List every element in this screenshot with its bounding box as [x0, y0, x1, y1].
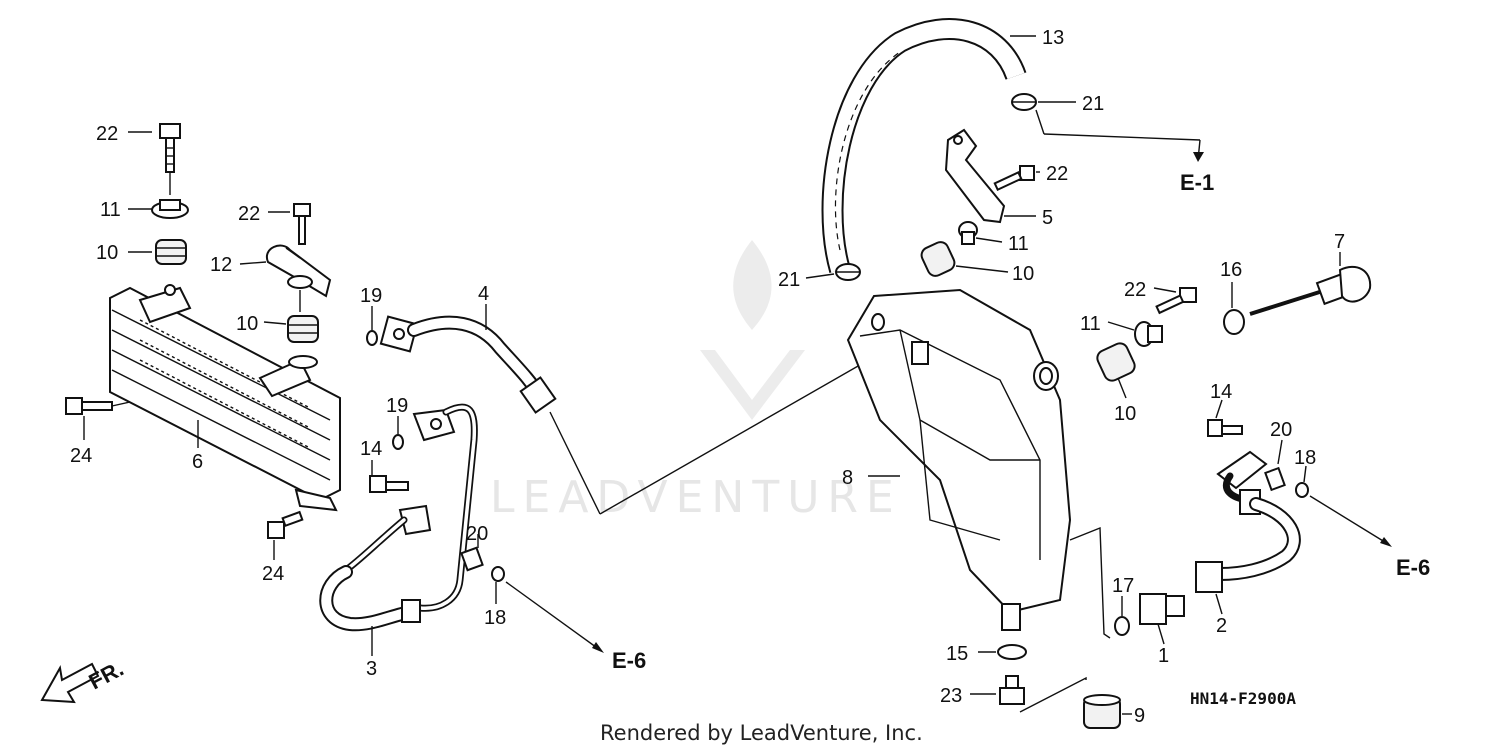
- oil-hose-2[interactable]: [1195, 450, 1301, 593]
- hose-clamp-21-b[interactable]: [835, 263, 861, 281]
- washer-19-a[interactable]: [366, 330, 378, 346]
- o-ring-17[interactable]: [1114, 616, 1130, 636]
- leader-lines: [83, 35, 1341, 715]
- callout-23[interactable]: 23: [940, 685, 962, 707]
- callout-9[interactable]: 9: [1134, 705, 1145, 727]
- ref-e6-right[interactable]: E-6: [1396, 555, 1430, 580]
- callout-8[interactable]: 8: [842, 467, 853, 489]
- clamp-12[interactable]: [265, 244, 332, 298]
- callout-22-a[interactable]: 22: [96, 123, 118, 145]
- dowel-20-b[interactable]: [1264, 466, 1286, 492]
- callout-6[interactable]: 6: [192, 451, 203, 473]
- callout-14-b[interactable]: 14: [1210, 381, 1232, 403]
- oil-pipe-3[interactable]: [319, 403, 478, 632]
- callout-18-b[interactable]: 18: [1294, 447, 1316, 469]
- bolt-14-b[interactable]: [1207, 419, 1243, 437]
- oil-cooler-group: [65, 123, 341, 539]
- cap-9[interactable]: [1083, 694, 1121, 729]
- grommet-10-b-washer: [288, 355, 318, 369]
- callout-22-d[interactable]: 22: [1124, 279, 1146, 301]
- drain-bolt-23[interactable]: [999, 675, 1025, 705]
- front-label: FR.: [85, 656, 128, 695]
- ref-e1[interactable]: E-1: [1180, 170, 1214, 195]
- ref-e6-left[interactable]: E-6: [612, 648, 646, 673]
- bolt-22-c[interactable]: [993, 165, 1035, 192]
- callout-24-b[interactable]: 24: [262, 563, 284, 585]
- callout-13[interactable]: 13: [1042, 27, 1064, 49]
- collar-12-washer: [287, 275, 313, 289]
- callout-11-c[interactable]: 11: [1080, 313, 1101, 335]
- watermark: LEADVENTURE: [490, 240, 902, 523]
- watermark-text: LEADVENTURE: [490, 472, 902, 523]
- callout-2[interactable]: 2: [1216, 615, 1227, 637]
- callout-19-b[interactable]: 19: [386, 395, 408, 417]
- collar-11-b[interactable]: [958, 221, 978, 245]
- bolt-24-a[interactable]: [65, 397, 113, 415]
- callout-11-a[interactable]: 11: [100, 199, 121, 221]
- grommet-10-b[interactable]: [287, 315, 319, 343]
- oil-tank-8[interactable]: [846, 288, 1072, 631]
- callout-3[interactable]: 3: [366, 658, 377, 680]
- callout-10-c[interactable]: 10: [1012, 263, 1034, 285]
- callout-10-a[interactable]: 10: [96, 242, 118, 264]
- callout-24-a[interactable]: 24: [70, 445, 92, 467]
- breather-hose-13[interactable]: [821, 18, 1027, 274]
- callout-5[interactable]: 5: [1042, 207, 1053, 229]
- collar-11-c[interactable]: [1134, 321, 1163, 347]
- bolt-22-d[interactable]: [1155, 287, 1197, 315]
- washer-15[interactable]: [997, 644, 1027, 660]
- bolt-24-b[interactable]: [267, 510, 304, 539]
- o-ring-18-a[interactable]: [491, 566, 505, 582]
- union-1[interactable]: [1139, 593, 1185, 625]
- bolt-22-b[interactable]: [293, 203, 311, 245]
- footer-text: Rendered by LeadVenture, Inc.: [600, 721, 923, 745]
- drawing-code: HN14-F2900A: [1190, 689, 1296, 708]
- hose-clamp-21-a[interactable]: [1011, 93, 1037, 111]
- front-direction-arrow: FR.: [40, 656, 128, 704]
- grommet-10-c[interactable]: [919, 239, 957, 278]
- callout-4[interactable]: 4: [478, 283, 489, 305]
- callout-14-a[interactable]: 14: [360, 438, 382, 460]
- callout-10-b[interactable]: 10: [236, 313, 258, 335]
- grommet-10-a[interactable]: [155, 239, 187, 265]
- oil-hose-4[interactable]: [379, 315, 557, 414]
- callouts: 22 11 10 22 12 10 24 6 24 19 4 19 14 20 …: [70, 27, 1345, 727]
- callout-20-a[interactable]: 20: [466, 523, 488, 545]
- callout-10-d[interactable]: 10: [1114, 403, 1136, 425]
- callout-22-b[interactable]: 22: [238, 203, 260, 225]
- callout-11-b[interactable]: 11: [1008, 233, 1029, 255]
- washer-19-b[interactable]: [392, 434, 404, 450]
- o-ring-16[interactable]: [1223, 309, 1245, 335]
- dipstick-7[interactable]: [1249, 265, 1372, 316]
- bolt-22-a[interactable]: [159, 123, 181, 173]
- grommet-10-d[interactable]: [1095, 341, 1138, 384]
- bracket-5[interactable]: [944, 128, 1006, 224]
- o-ring-18-b[interactable]: [1295, 482, 1309, 498]
- callout-21-a[interactable]: 21: [1082, 93, 1104, 115]
- collar-11-a[interactable]: [151, 199, 189, 219]
- dowel-20-a[interactable]: [460, 546, 484, 572]
- callout-19-a[interactable]: 19: [360, 285, 382, 307]
- callout-16[interactable]: 16: [1220, 259, 1242, 281]
- callout-17[interactable]: 17: [1112, 575, 1134, 597]
- callout-22-c[interactable]: 22: [1046, 163, 1068, 185]
- callout-12[interactable]: 12: [210, 254, 232, 276]
- callout-1[interactable]: 1: [1158, 645, 1169, 667]
- callout-15[interactable]: 15: [946, 643, 968, 665]
- callout-7[interactable]: 7: [1334, 231, 1345, 253]
- callout-20-b[interactable]: 20: [1270, 419, 1292, 441]
- bolt-14-a[interactable]: [369, 475, 409, 493]
- callout-21-b[interactable]: 21: [778, 269, 800, 291]
- oil-cooler-6[interactable]: [109, 284, 341, 512]
- callout-18-a[interactable]: 18: [484, 607, 506, 629]
